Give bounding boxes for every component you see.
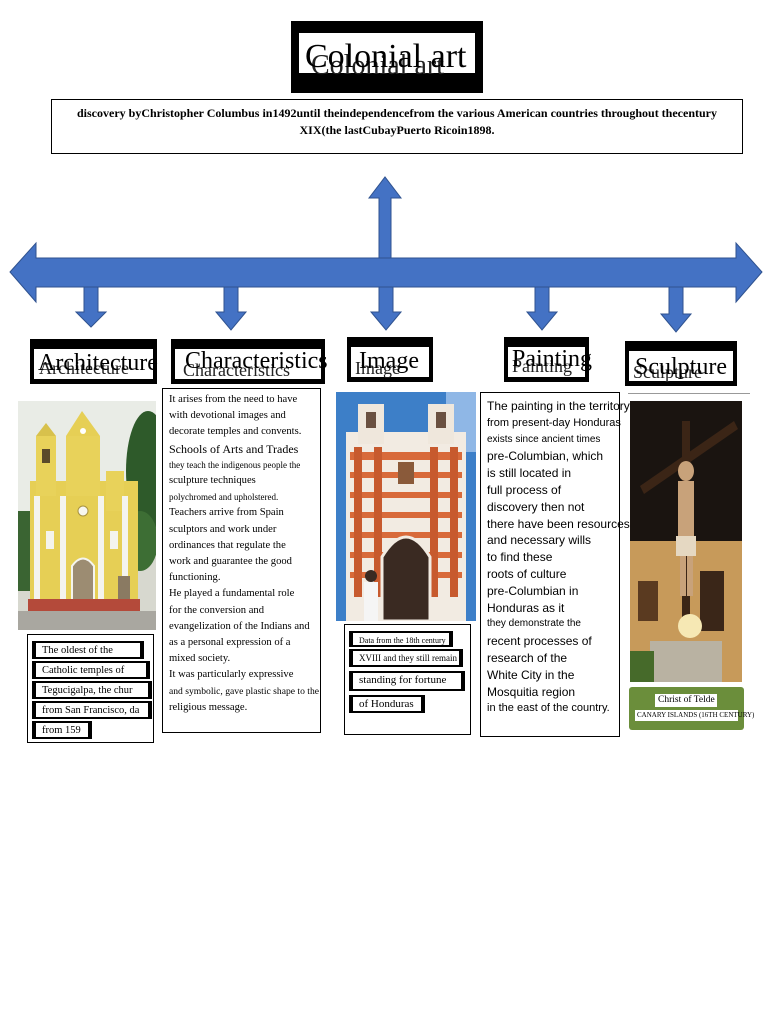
painting-line: is still located in [487,466,572,481]
title-inner: Colonial art Colonial art [299,33,475,81]
double-arrow [9,241,763,304]
painting-line: they demonstrate the [487,618,581,630]
characteristics-line: Schools of Arts and Trades [169,441,299,456]
page-title: Colonial art [305,38,467,75]
painting-line: there have been resources [487,516,630,531]
heading-painting-shadow: Painting [512,356,573,376]
heading-architecture-text: Architecture [38,350,158,376]
sculpture-caption-box: Christ of Telde CANARY ISLANDS (16TH CEN… [629,687,754,730]
characteristics-line: work and guarantee the good [169,556,292,568]
painting-line: to find these [487,550,553,565]
heading-image-shadow: Image [355,358,400,378]
characteristics-box: It arises from the need to have with dev… [162,388,321,733]
sculpture-caption-title: Christ of Telde [658,695,715,705]
characteristics-line: and symbolic, gave plastic shape to the [169,685,319,697]
characteristics-line: functioning. [169,572,221,584]
image-caption-line-3: standing for fortune [349,671,465,691]
up-arrow [367,176,403,259]
characteristics-line: Teachers arrive from Spain [169,507,284,519]
painting-line: pre-Columbian, which [487,449,604,464]
heading-image-text: Image [359,348,419,374]
painting-line: and necessary wills [487,533,592,548]
image-caption-line-4: of Honduras [349,695,425,713]
image-photo [336,392,476,621]
heading-sculpture: Sculpture Sculpture [625,341,737,386]
heading-sculpture-shadow: Sculpture [633,362,702,382]
down-arrow-image [369,286,403,331]
image-caption-line-2: XVIII and they still remain [349,649,463,667]
characteristics-line: mixed society. [169,653,231,665]
sculpture-photo [630,401,742,682]
heading-image: Image Image [347,337,433,382]
painting-line: pre-Columbian in [487,583,579,598]
characteristics-line: ordinances that regulate the [169,539,286,551]
architecture-caption-line-3: Tegucigalpa, the chur [32,681,152,699]
heading-characteristics-shadow: Characteristics [183,360,290,380]
characteristics-line: religious message. [169,701,248,713]
intro-line-1: discovery byChristopher Columbus in1492u… [76,106,718,120]
architecture-photo [18,401,156,630]
painting-line: in the east of the country. [487,702,610,715]
heading-characteristics-text: Characteristics [185,348,328,374]
architecture-caption-line-2: Catholic temples of [32,661,150,679]
timeline-arrows [9,176,763,333]
down-arrow-characteristics [214,286,248,331]
painting-line: The painting in the territory [487,399,630,413]
characteristics-line: for the conversion and [169,604,265,616]
architecture-caption-box: The oldest of the Catholic temples of Te… [27,634,154,743]
painting-line: Mosquitia region [487,684,576,699]
characteristics-line: He played a fundamental role [169,588,295,600]
image-caption-box: Data from the 18th century XVIII and the… [344,624,471,735]
characteristics-line: they teach the indigenous people the [169,459,301,470]
characteristics-line: with devotional images and [169,410,286,422]
heading-sculpture-text: Sculpture [635,354,727,380]
sculpture-rule [628,393,750,394]
painting-box: The painting in the territory from prese… [480,392,630,737]
heading-painting: Painting Painting [504,337,593,382]
painting-line: research of the [487,650,568,665]
page-title-shadow: Colonial art [311,50,444,81]
down-arrow-architecture [74,286,108,328]
characteristics-line: sculptors and work under [169,523,277,535]
painting-line: full process of [487,482,562,497]
down-arrow-sculpture [659,286,693,333]
painting-line: discovery then not [487,499,585,514]
intro-line-2: XIX(the lastCubayPuerto Ricoin1898. [299,123,495,137]
characteristics-line: polychromed and upholstered. [169,492,279,503]
heading-architecture-shadow: Architecture [39,358,129,378]
architecture-caption-line-1: The oldest of the [32,641,144,659]
characteristics-line: sculpture techniques [169,475,256,487]
painting-line: exists since ancient times [487,433,601,445]
architecture-caption-line-5: from 159 [32,721,92,739]
painting-line: Honduras as it [487,600,565,615]
characteristics-line: It arises from the need to have [169,394,298,405]
intro-box: discovery byChristopher Columbus in1492u… [51,99,743,154]
painting-line: recent processes of [487,634,592,649]
painting-line: roots of culture [487,566,567,581]
title-box: Colonial art Colonial art [291,21,483,93]
painting-line: from present-day Honduras [487,416,621,429]
heading-characteristics: Characteristics Characteristics [171,339,328,384]
heading-architecture: Architecture Architecture [30,339,158,384]
sculpture-caption-title-bg: Christ of Telde [655,694,717,707]
characteristics-line: It was particularly expressive [169,669,294,681]
painting-line: White City in the [487,667,575,682]
architecture-caption-line-4: from San Francisco, da [32,701,152,719]
characteristics-line: evangelization of the Indians and [169,620,310,632]
down-arrow-painting [525,286,559,331]
sculpture-caption-sub-bg: CANARY ISLANDS (16TH CENTURY) [635,710,754,721]
characteristics-line: as a personal expression of a [169,637,291,649]
sculpture-caption-sub: CANARY ISLANDS (16TH CENTURY) [637,711,755,719]
image-caption-line-1: Data from the 18th century [349,631,453,647]
heading-painting-text: Painting [512,346,593,372]
characteristics-line: decorate temples and convents. [169,426,302,438]
